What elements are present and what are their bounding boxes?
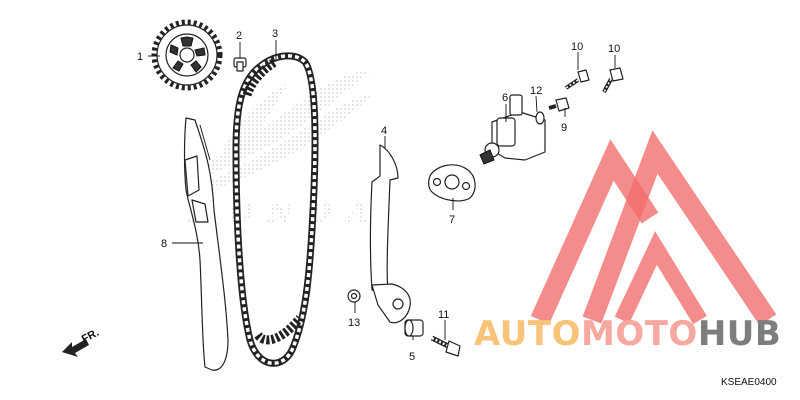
callout-10-right: 10 — [608, 43, 620, 55]
callout-1: 1 — [137, 51, 143, 63]
honda-wing-logo: HONDA — [187, 70, 372, 229]
cam-chain-guide — [369, 144, 411, 324]
callout-7: 7 — [449, 214, 455, 226]
cam-sprocket — [151, 19, 223, 91]
callout-3: 3 — [272, 28, 278, 40]
leader-lines — [148, 40, 616, 340]
callout-9: 9 — [561, 122, 567, 134]
washer-12 — [535, 111, 545, 125]
callout-11: 11 — [438, 309, 449, 321]
brand-word-auto: AUTO — [474, 314, 581, 354]
flange-bolt-11 — [430, 335, 461, 357]
front-direction-arrow: FR. — [62, 327, 101, 357]
cam-chain — [232, 52, 319, 367]
tensioner-gasket — [428, 164, 476, 202]
diagram-code: KSEAE0400 — [721, 377, 777, 388]
brand-word-moto: MOTO — [580, 314, 698, 354]
bolt-10-left — [564, 69, 590, 90]
callout-12: 12 — [530, 85, 542, 97]
callout-labels: 1 2 3 4 5 6 7 8 9 10 10 11 12 13 — [137, 28, 620, 363]
tensioner-lifter — [479, 94, 546, 165]
callout-10-left: 10 — [571, 41, 583, 53]
bolt-10-right — [602, 67, 624, 93]
sprocket-bolt — [233, 57, 247, 72]
front-arrow-label: FR. — [80, 327, 101, 346]
chain-tensioner-guide — [183, 117, 229, 371]
callout-2: 2 — [236, 30, 242, 42]
brand-word-hub: HUB — [697, 314, 782, 354]
callout-8: 8 — [161, 238, 167, 250]
sealing-bolt-9 — [548, 97, 570, 112]
callout-13: 13 — [348, 317, 360, 329]
watermark-triangle-logo — [530, 130, 777, 326]
callout-6: 6 — [502, 92, 508, 104]
callout-5: 5 — [409, 351, 415, 363]
watermark-brand-text: AUTOMOTOHUB — [474, 317, 781, 351]
washer-13 — [347, 289, 361, 303]
callout-4: 4 — [381, 125, 387, 137]
guide-collar — [404, 319, 424, 337]
